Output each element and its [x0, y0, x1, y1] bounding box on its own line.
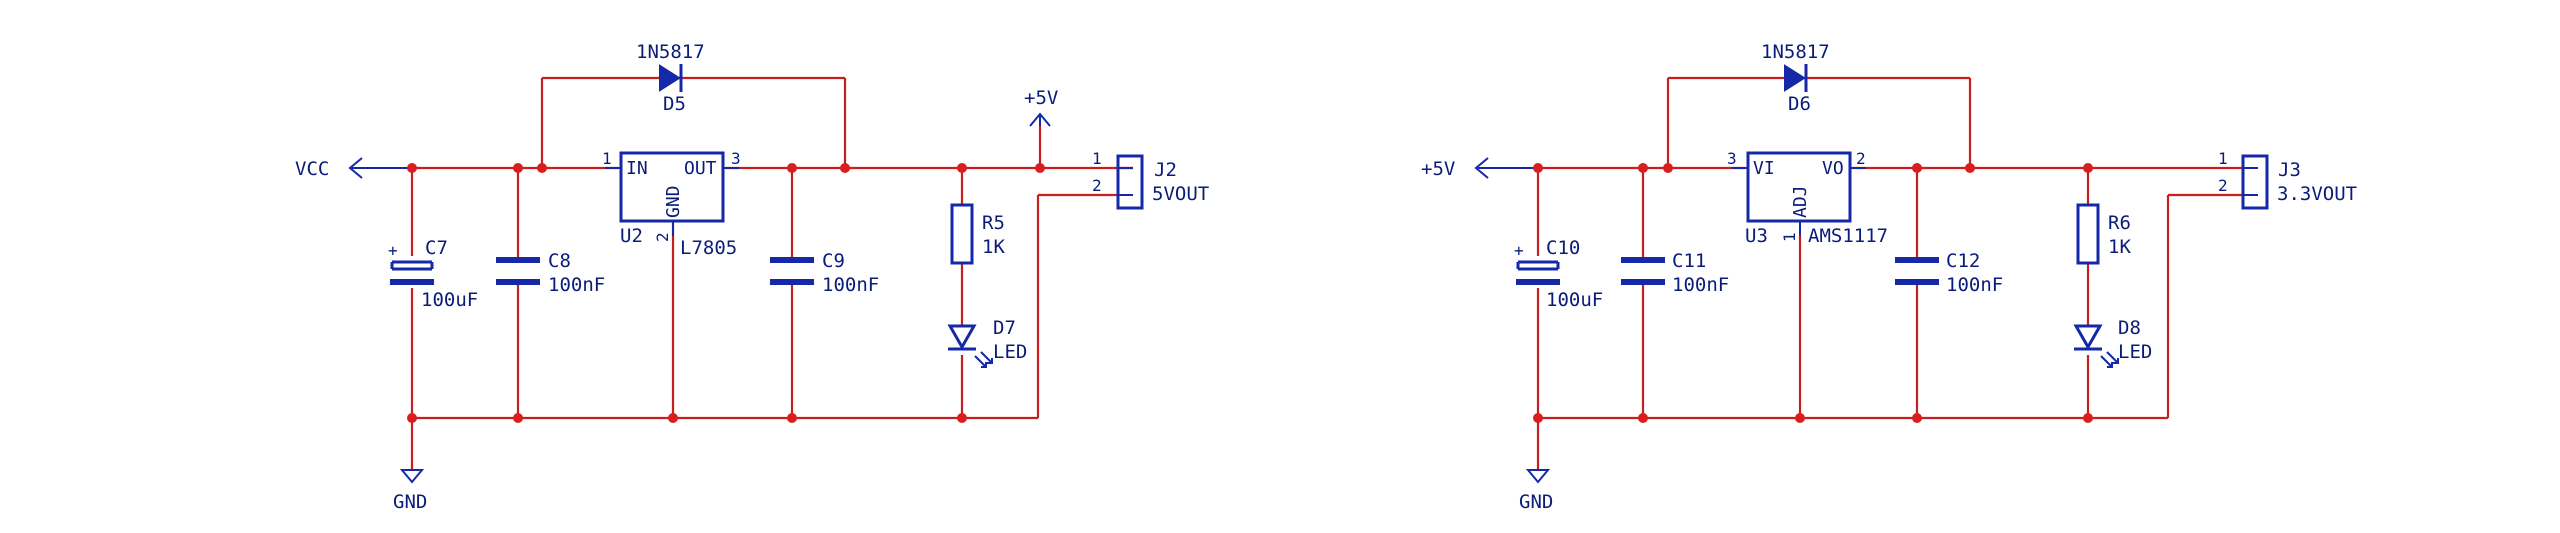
capacitor-c8: C8 100nF: [496, 250, 605, 296]
r6-ref: R6: [2108, 212, 2131, 234]
u2-pin-out: 3: [731, 149, 741, 168]
c10-value: 100uF: [1546, 289, 1603, 311]
c11-value: 100nF: [1672, 274, 1729, 296]
d7-ref: D7: [993, 317, 1016, 339]
gnd-symbol-right: GND: [1519, 469, 1553, 513]
c12-value: 100nF: [1946, 274, 2003, 296]
u3-pin-adj: 1: [1780, 232, 1799, 242]
v5-port: +5V: [1024, 87, 1058, 127]
j2-pin2: 2: [1092, 176, 1102, 195]
u3-pin-in: 3: [1727, 149, 1737, 168]
c9-ref: C9: [822, 250, 845, 272]
capacitor-c11: C11 100nF: [1621, 250, 1729, 296]
u3-value: AMS1117: [1808, 225, 1888, 247]
d6-value: 1N5817: [1761, 41, 1830, 63]
capacitor-c7: + C7 100uF: [388, 237, 478, 311]
capacitor-c10: + C10 100uF: [1514, 237, 1603, 311]
u3-ref: U3: [1745, 225, 1768, 247]
r5-value: 1K: [982, 236, 1005, 258]
diode-d5: 1N5817 D5: [636, 41, 705, 115]
d8-ref: D8: [2118, 317, 2141, 339]
v5-input-net-label: +5V: [1421, 158, 1455, 180]
u2-gnd-label: GND: [663, 185, 684, 218]
u3-out-label: VO: [1822, 158, 1844, 179]
wires-right: [1536, 76, 2243, 470]
junctions-left: [407, 163, 1045, 423]
vcc-net-label: VCC: [295, 158, 329, 180]
c10-ref: C10: [1546, 237, 1580, 259]
vcc-port: VCC: [295, 157, 412, 180]
u3-pin-out: 2: [1856, 149, 1866, 168]
u3-adj-label: ADJ: [1790, 185, 1811, 218]
regulator-u2: IN OUT GND 1 3 2 U2 L7805: [602, 149, 741, 259]
led-d8: D8 LED: [2073, 317, 2152, 368]
gnd2-net-label: GND: [1519, 491, 1553, 513]
d5-value: 1N5817: [636, 41, 705, 63]
j2-value: 5VOUT: [1152, 183, 1209, 205]
r5-ref: R5: [982, 212, 1005, 234]
c9-value: 100nF: [822, 274, 879, 296]
gnd-net-label: GND: [393, 491, 427, 513]
u3-in-label: VI: [1753, 158, 1775, 179]
v5-input-port: +5V: [1421, 157, 1538, 180]
j3-ref: J3: [2278, 159, 2301, 181]
u2-in-label: IN: [626, 158, 648, 179]
capacitor-c9: C9 100nF: [770, 250, 879, 296]
d8-value: LED: [2118, 341, 2152, 363]
u2-ref: U2: [620, 225, 643, 247]
d5-ref: D5: [663, 93, 686, 115]
connector-j3: 1 2 J3 3.3VOUT: [2218, 149, 2357, 210]
capacitor-c12: C12 100nF: [1895, 250, 2003, 296]
v5-net-label: +5V: [1024, 87, 1058, 109]
c10-polarity: +: [1514, 241, 1524, 260]
j2-pin1: 1: [1092, 149, 1102, 168]
r6-value: 1K: [2108, 236, 2131, 258]
c7-ref: C7: [425, 237, 448, 259]
regulator-3v3-circuit: +5V GND 1N5817 D6 VI VO ADJ 3 2 1 U3: [1421, 41, 2357, 513]
u2-pin-gnd: 2: [653, 232, 672, 242]
j3-pin1: 1: [2218, 149, 2228, 168]
gnd-symbol-left: GND: [393, 469, 427, 513]
regulator-u3: VI VO ADJ 3 2 1 U3 AMS1117: [1727, 149, 1888, 247]
d7-value: LED: [993, 341, 1027, 363]
diode-d6: 1N5817 D6: [1761, 41, 1830, 115]
c7-value: 100uF: [421, 289, 478, 311]
regulator-5v-circuit: VCC GND +5V 1N5817 D5 IN OUT GN: [295, 41, 1209, 513]
junctions-right: [1533, 163, 2093, 423]
u2-out-label: OUT: [684, 158, 717, 179]
wires-left: [410, 76, 1133, 470]
j3-value: 3.3VOUT: [2277, 183, 2357, 205]
connector-j2: 1 2 J2 5VOUT: [1092, 149, 1209, 210]
c8-ref: C8: [548, 250, 571, 272]
resistor-r6: R6 1K: [2076, 203, 2131, 265]
c8-value: 100nF: [548, 274, 605, 296]
j3-pin2: 2: [2218, 176, 2228, 195]
resistor-r5: R5 1K: [950, 203, 1005, 265]
d6-ref: D6: [1788, 93, 1811, 115]
u2-value: L7805: [680, 237, 737, 259]
c7-polarity: +: [388, 241, 398, 260]
c11-ref: C11: [1672, 250, 1706, 272]
led-d7: D7 LED: [947, 317, 1027, 368]
u2-pin-in: 1: [602, 149, 612, 168]
j2-ref: J2: [1154, 159, 1177, 181]
c12-ref: C12: [1946, 250, 1980, 272]
